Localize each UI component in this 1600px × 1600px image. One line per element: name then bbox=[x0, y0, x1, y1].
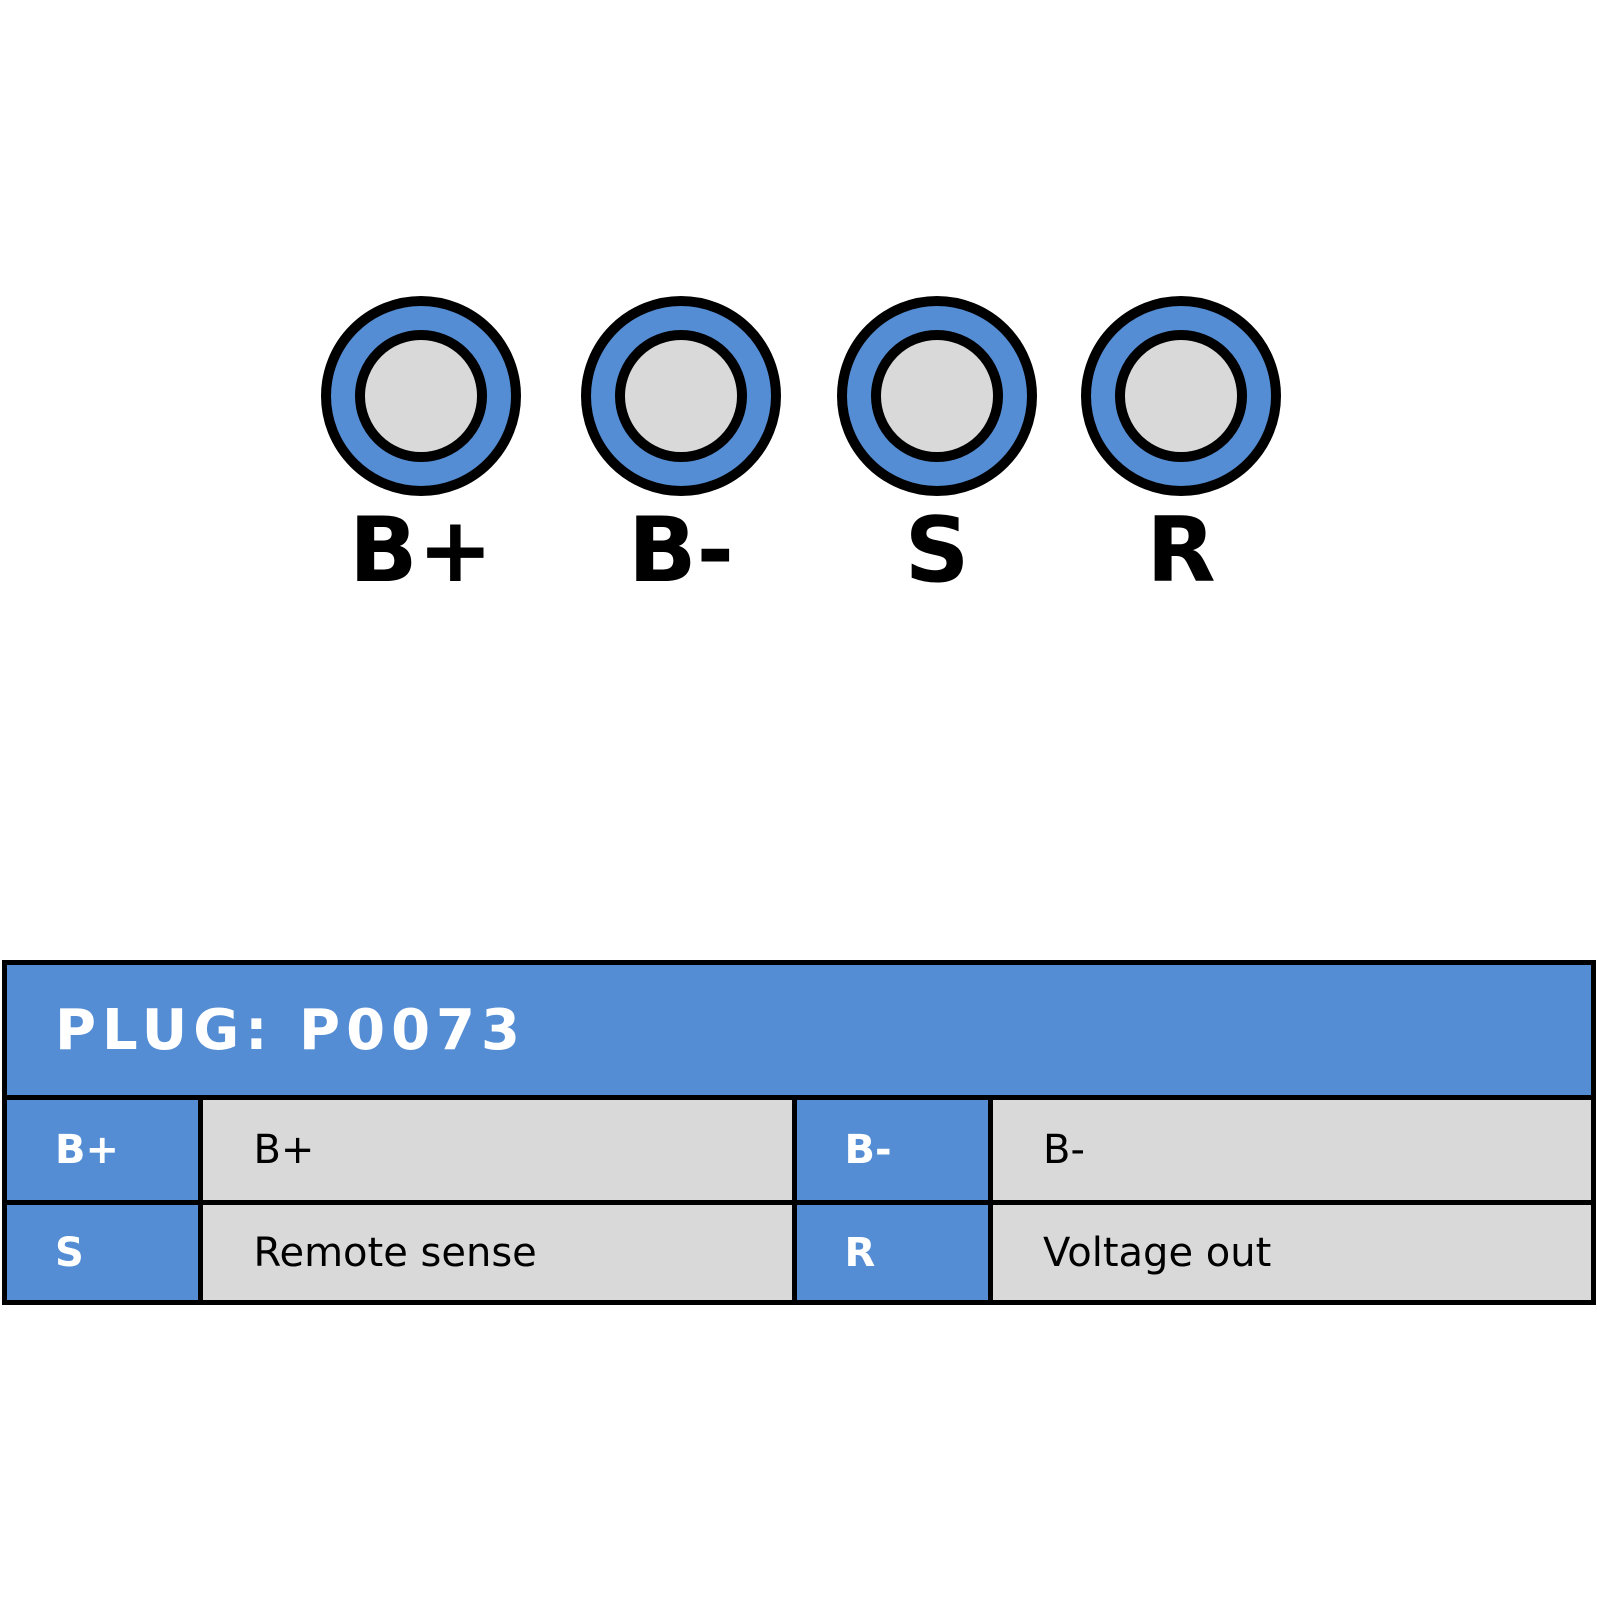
pin-key-cell: B- bbox=[796, 1100, 994, 1200]
plug-title: PLUG: P0073 bbox=[7, 965, 1591, 1100]
pin-description-cell: B+ bbox=[203, 1100, 797, 1200]
pin-b-plus-terminal bbox=[321, 296, 521, 496]
pin-r: R bbox=[1081, 296, 1281, 616]
table-row: S Remote sense R Voltage out bbox=[7, 1200, 1592, 1300]
pin-b-minus-label: B- bbox=[628, 498, 734, 603]
pin-description-cell: B- bbox=[993, 1100, 1592, 1200]
plug-table: PLUG: P0073 B+ B+ B- B- S Remote sense R… bbox=[2, 960, 1596, 1305]
pin-s: S bbox=[837, 296, 1037, 616]
pin-r-label: R bbox=[1146, 498, 1216, 603]
pin-key-cell: B+ bbox=[7, 1100, 204, 1200]
pin-description-cell: Remote sense bbox=[203, 1205, 797, 1300]
pin-r-terminal bbox=[1081, 296, 1281, 496]
pin-key-cell: S bbox=[7, 1205, 204, 1300]
pin-b-plus-label: B+ bbox=[348, 498, 493, 603]
pin-description-cell: Voltage out bbox=[993, 1205, 1592, 1300]
pin-key-cell: R bbox=[796, 1205, 994, 1300]
pin-diagram: B+ B- S R bbox=[0, 0, 1600, 700]
table-row: B+ B+ B- B- bbox=[7, 1100, 1592, 1200]
pin-b-minus-terminal bbox=[581, 296, 781, 496]
pin-s-terminal bbox=[837, 296, 1037, 496]
pin-b-plus: B+ bbox=[321, 296, 521, 616]
pin-s-label: S bbox=[904, 498, 970, 603]
pin-b-minus: B- bbox=[581, 296, 781, 616]
